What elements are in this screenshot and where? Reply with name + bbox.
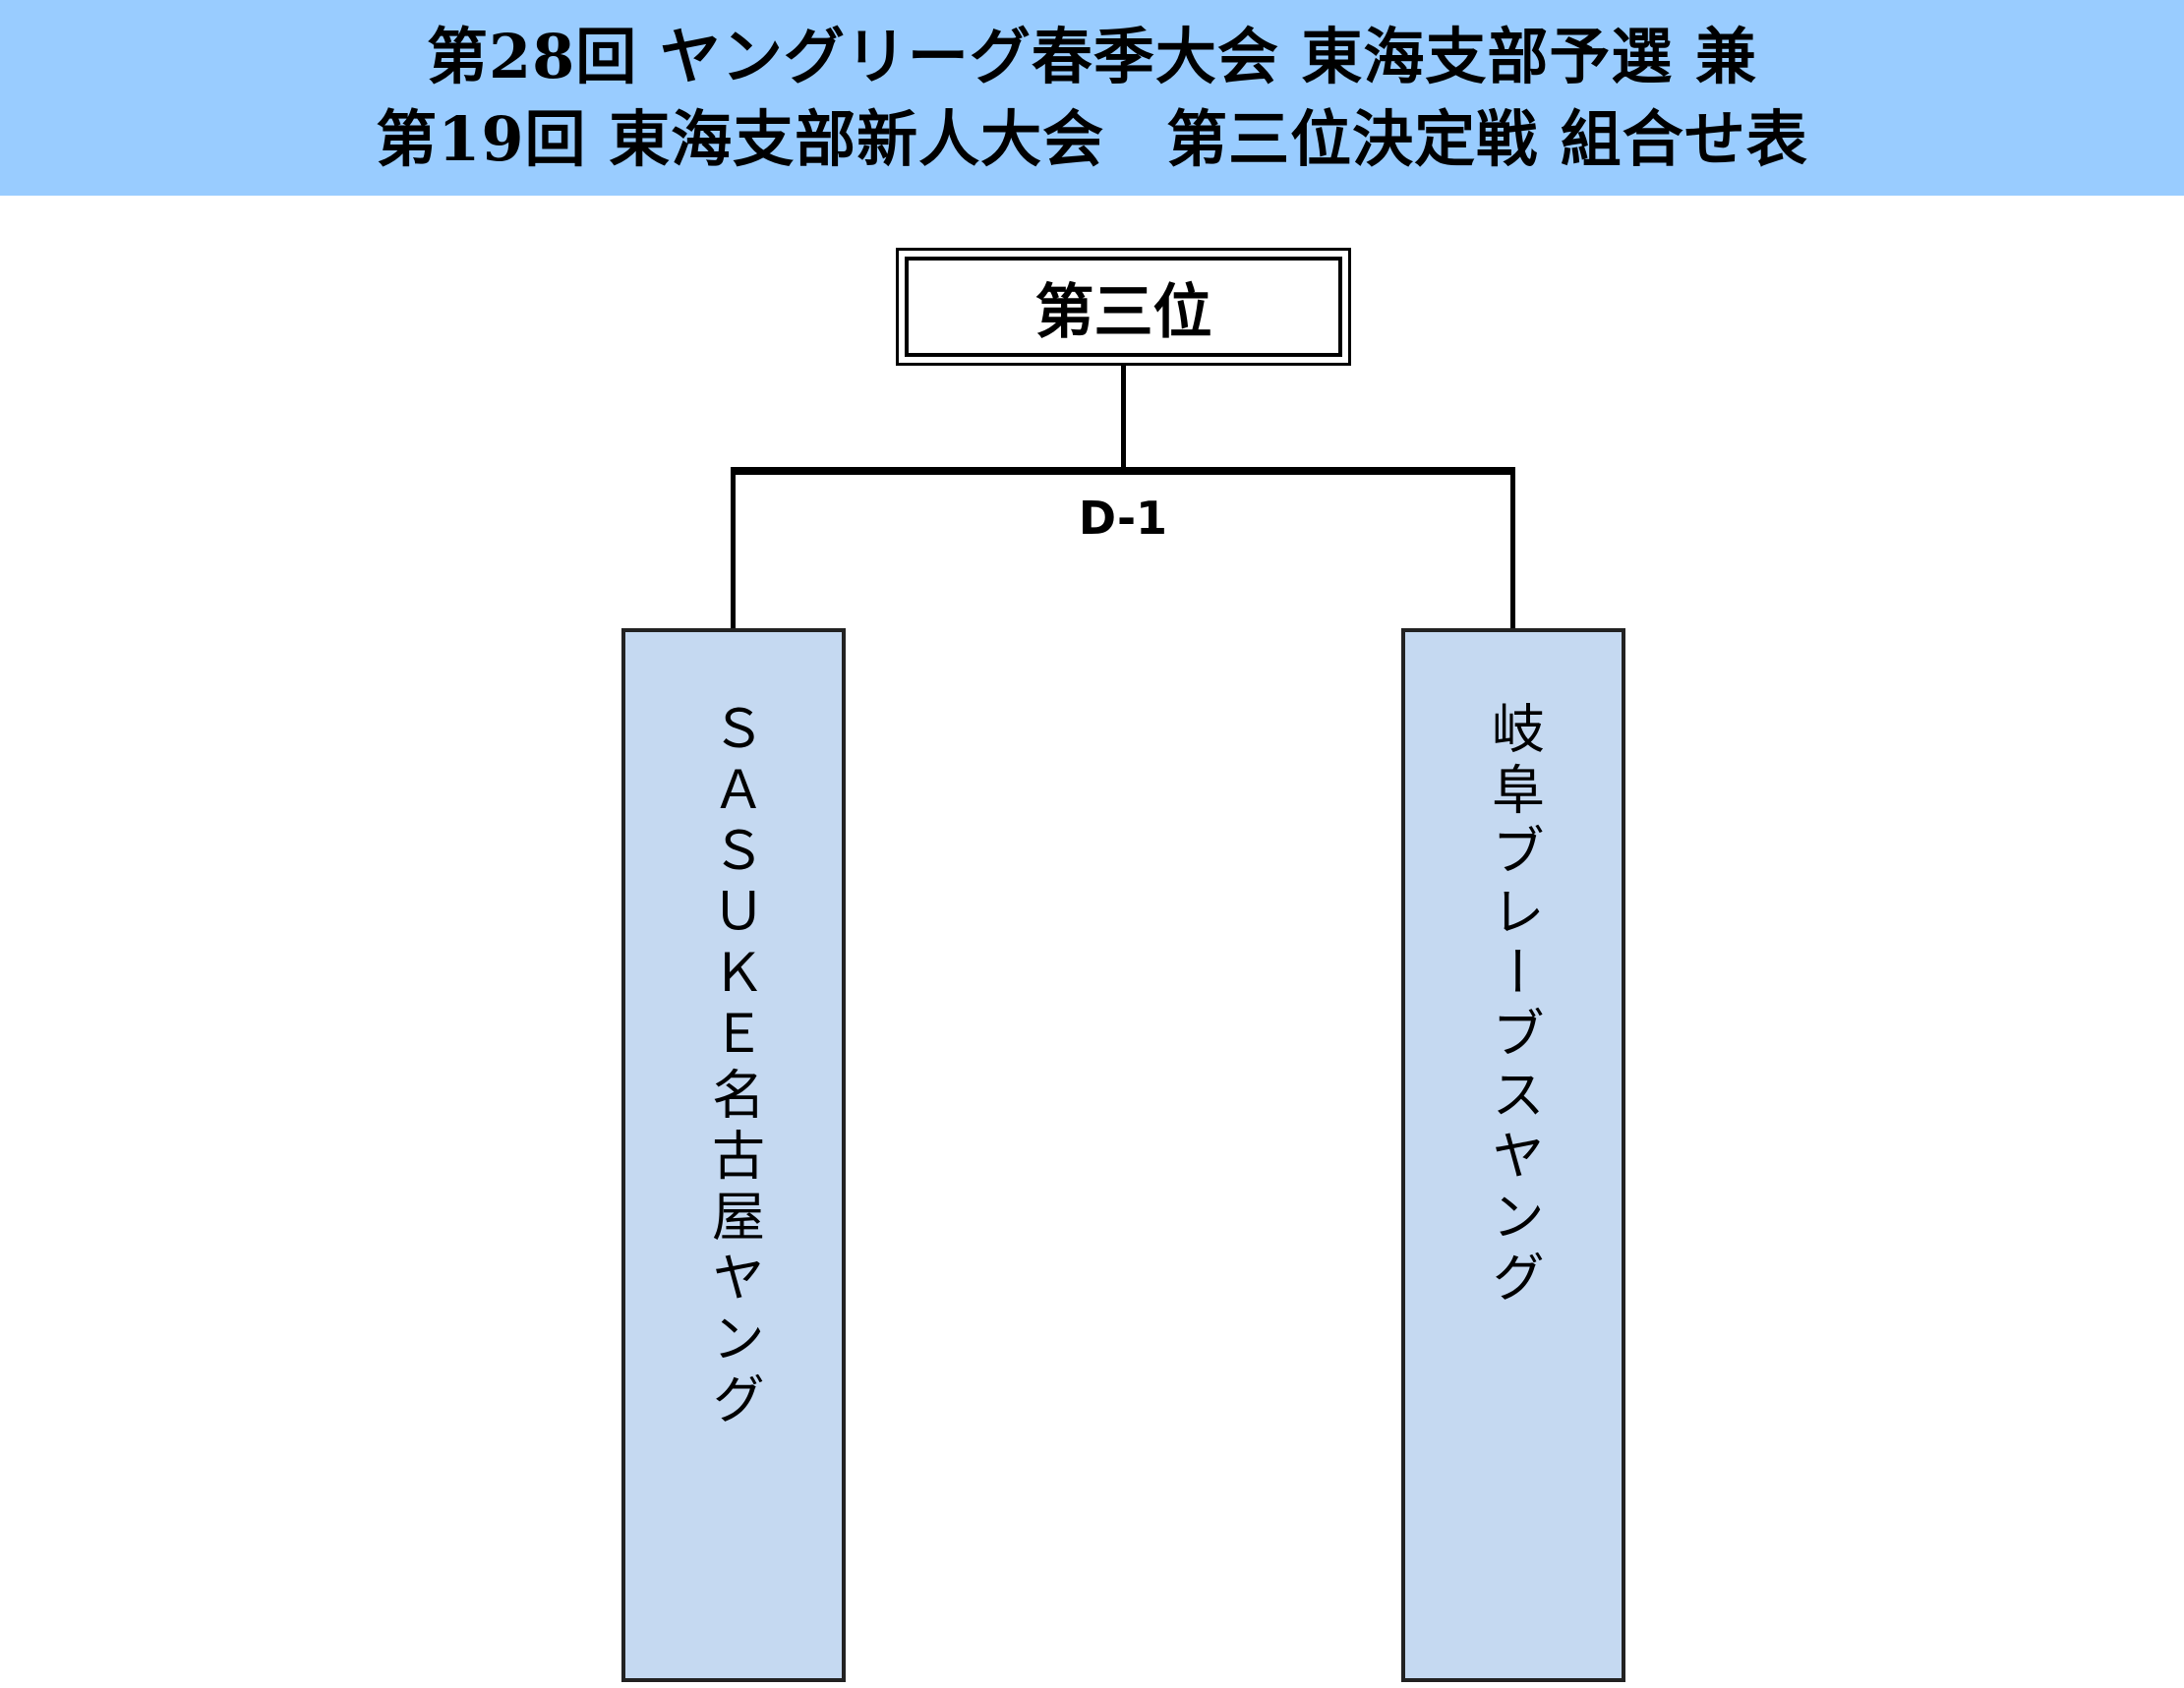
third-place-label: 第三位 — [905, 257, 1342, 357]
bracket-line-horizontal — [731, 467, 1515, 475]
third-place-box: 第三位 — [896, 248, 1351, 366]
team-name: 岐阜ブレーブスヤング — [1482, 701, 1545, 1310]
page-header: 第28回 ヤングリーグ春季大会 東海支部予選 兼 第19回 東海支部新人大会 第… — [0, 0, 2184, 196]
team-box-left: ＳＡＳＵＫＥ名古屋ヤング — [621, 628, 846, 1682]
bracket-line-right — [1510, 467, 1515, 629]
bracket-line-left — [731, 467, 736, 629]
title-line-1: 第28回 ヤングリーグ春季大会 東海支部予選 兼 — [426, 20, 1758, 92]
team-box-right: 岐阜ブレーブスヤング — [1401, 628, 1625, 1682]
team-name: ＳＡＳＵＫＥ名古屋ヤング — [702, 701, 765, 1432]
match-label: D-1 — [1078, 492, 1168, 545]
title-line-2: 第19回 東海支部新人大会 第三位決定戦 組合せ表 — [376, 102, 1808, 175]
bracket-line-center — [1121, 366, 1126, 472]
